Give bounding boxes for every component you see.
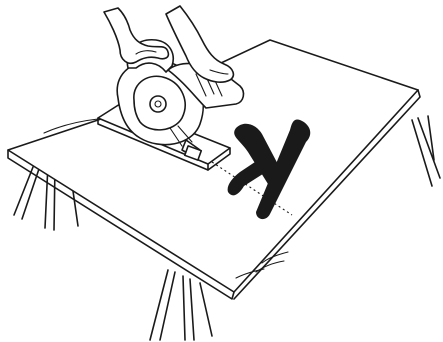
right-back-sawhorse [412,116,440,186]
